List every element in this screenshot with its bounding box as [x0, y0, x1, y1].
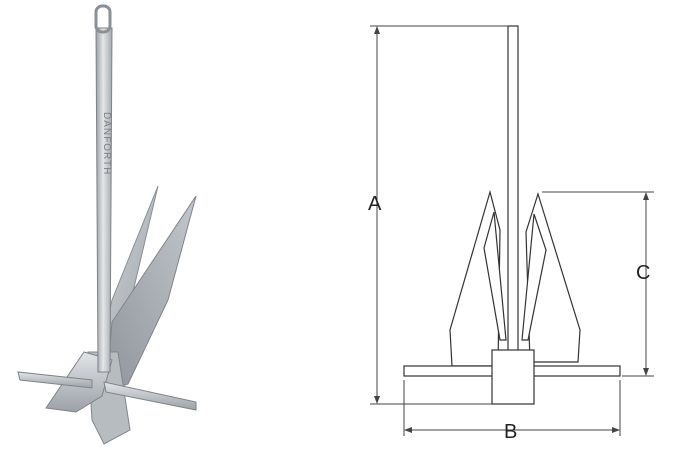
- dimension-c: [542, 191, 654, 377]
- dimension-b: [403, 380, 621, 436]
- diagram-fluke-right-inner: [521, 213, 547, 341]
- photo-shank: [95, 27, 113, 373]
- dimension-a: [370, 25, 508, 405]
- anchor-photo: DANFORTH: [17, 4, 197, 445]
- shank-brand-text: DANFORTH: [101, 112, 112, 175]
- photo-shackle-eye: [94, 4, 112, 34]
- dimension-c-label: C: [636, 262, 650, 284]
- photo-stock-right: [103, 381, 197, 411]
- anchor-line-diagram: [403, 25, 621, 405]
- dimension-a-label: A: [368, 193, 382, 215]
- photo-stock-left: [17, 371, 93, 389]
- dimension-b-label: B: [504, 421, 517, 443]
- diagram-fluke-left-inner: [483, 211, 507, 341]
- diagram-shank: [507, 25, 519, 353]
- diagram-crown: [491, 349, 535, 405]
